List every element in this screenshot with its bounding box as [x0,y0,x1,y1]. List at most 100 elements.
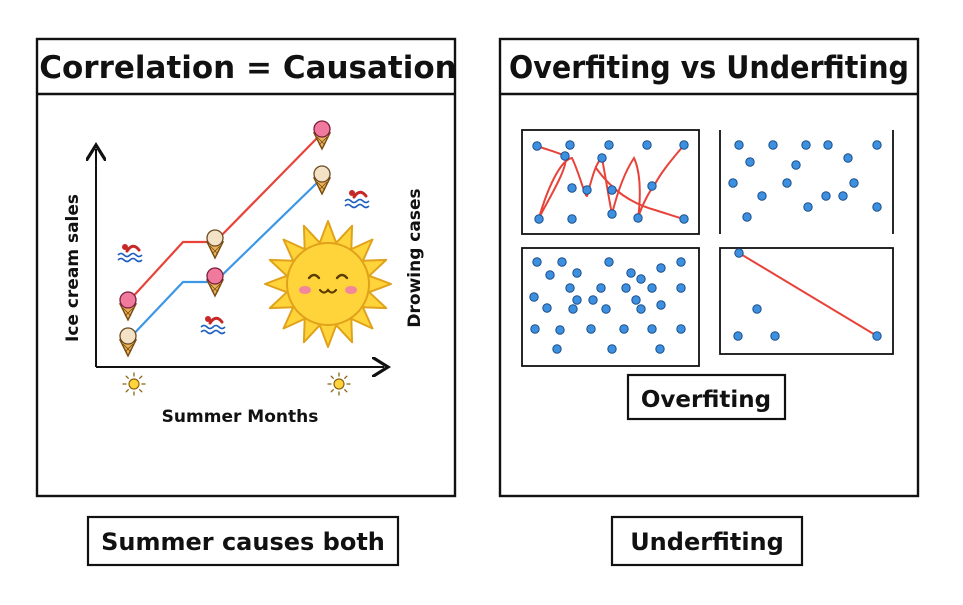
scatter-dot [642,140,652,150]
scatter-dot [636,274,646,284]
scatter-dot [838,191,848,201]
scatter-dot [534,214,544,224]
y2-axis-label: Drowing cases [405,188,425,327]
scatter-dot [567,183,577,193]
scatter-dot [633,213,643,223]
scatter-dot [530,324,540,334]
underfit-label-box [610,515,804,567]
ice-cream-cone-icon [313,120,331,150]
scatter-dot [572,268,582,278]
scatter-dot [676,324,686,334]
right-panel-title: Overfiting vs Underfiting [509,50,909,86]
scatter-dot [821,191,831,201]
scatter-dot [532,141,542,151]
scatter-dot [733,331,743,341]
scatter-dot [557,257,567,267]
scatter-dot [552,344,562,354]
smiling-sun-illustration [264,220,392,348]
ice-cream-cone-icon [313,165,331,195]
scatter-dot [542,303,552,313]
overfit-label: Overfiting [641,387,771,413]
left-caption-box [86,515,400,567]
sun-icon [327,372,351,396]
scatter-points [529,140,882,354]
sun-icon [122,372,146,396]
scatter-dot [607,209,617,219]
scatter-dot [745,157,755,167]
scatter-dot [647,181,657,191]
scatter-dot [532,257,542,267]
scatter-dot [568,304,578,314]
scatter-dot [560,151,570,161]
scatter-dot [676,283,686,293]
scatter-dot [843,153,853,163]
scatter-dot [734,140,744,150]
underfit-label: Underfiting [630,528,784,556]
ice-cream-cone-icon [206,229,224,259]
scatter-dot [801,140,811,150]
drowning-cases-line [127,177,323,341]
plot-scatter-frame [719,130,894,234]
ice-cream-cone-icon [119,291,137,321]
left-caption: Summer causes both [101,528,385,556]
scatter-dot [728,178,738,188]
scatter-dot [529,292,539,302]
scatter-dot [596,283,606,293]
scatter-dot [872,140,882,150]
scatter-dot [742,212,752,222]
ice-cream-cone-icon [206,267,224,297]
scatter-dot [607,185,617,195]
scatter-dot [757,191,767,201]
scatter-dot [679,140,689,150]
scatter-dot [647,283,657,293]
scatter-dot [597,153,607,163]
scatter-dot [636,304,646,314]
scatter-dot [619,324,629,334]
scatter-dot [770,331,780,341]
scatter-dot [607,344,617,354]
scatter-dot [656,263,666,273]
scatter-dot [676,257,686,267]
scatter-dot [586,324,596,334]
scatter-dot [768,140,778,150]
y-axis-label: Ice cream sales [63,194,83,342]
scatter-dot [872,331,882,341]
left-panel-frame [35,37,457,498]
right-panel: Overfiting vs Underfiting Overfiting Und… [498,37,920,567]
scatter-dot [555,325,565,335]
overfit-label-box [626,373,787,421]
scatter-dot [647,324,657,334]
scatter-dot [626,268,636,278]
overfit-curve-branch [595,167,685,220]
x-axis-label: Summer Months [162,407,319,427]
scatter-dot [588,295,598,305]
scatter-dot [565,140,575,150]
scatter-dot [604,140,614,150]
scatter-dot [572,295,582,305]
scatter-dot [849,178,859,188]
scatter-dot [582,185,592,195]
scatter-dot [621,283,631,293]
scatter-dot [656,300,666,310]
scatter-dot [604,257,614,267]
scatter-dot [631,295,641,305]
ice-cream-sales-line [127,132,323,303]
scatter-dot [752,304,762,314]
scatter-dot [655,344,665,354]
scatter-dot [791,160,801,170]
scatter-dot [565,283,575,293]
scatter-dot [734,248,744,258]
scatter-dot [872,202,882,212]
scatter-dot [803,202,813,212]
underfit-line [738,252,878,337]
scatter-dot [545,270,555,280]
scatter-dot [823,140,833,150]
ice-cream-cone-icon [119,327,137,357]
left-panel: Correlation = Causation Ice cream sales … [35,37,457,567]
scatter-dot [679,214,689,224]
plot-underfit-frame [719,247,894,355]
left-panel-title: Correlation = Causation [39,50,457,86]
scatter-dot [567,214,577,224]
scatter-dot [782,178,792,188]
